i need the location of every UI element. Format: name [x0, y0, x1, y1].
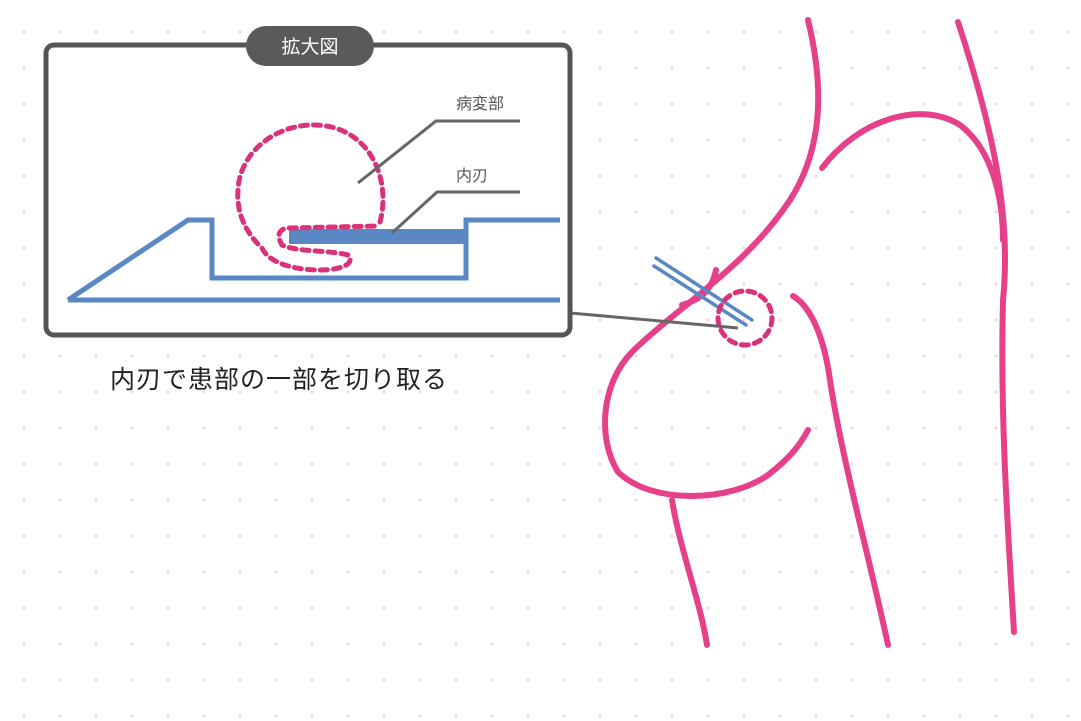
- lesion-label: 病変部: [456, 94, 504, 113]
- lesion-leader-line: [357, 119, 520, 185]
- magnified-view-badge-text: 拡大図: [281, 36, 338, 58]
- arm-outline: [819, 111, 1006, 243]
- skin-incision-arc: [679, 267, 719, 308]
- inset-frame: [43, 42, 573, 338]
- zoom-connector-line: [569, 311, 739, 330]
- lesion-target-circle: [715, 288, 775, 348]
- blade-leader-line: [390, 190, 520, 235]
- back-outline: [955, 19, 1017, 635]
- outer-cannula: [66, 217, 560, 303]
- magnified-inset: 病変部 内刃 拡大図: [43, 26, 573, 338]
- breast-profile-illustration: [602, 17, 1017, 648]
- arm-inner-line: [790, 293, 891, 648]
- inner-blade-label: 内刃: [456, 166, 488, 185]
- lesion-outline: [235, 122, 386, 273]
- lower-chest-line: [669, 497, 710, 648]
- front-torso-outline: [602, 17, 822, 499]
- diagram-caption: 内刃で患部の一部を切り取る: [110, 365, 449, 394]
- biopsy-needle: [652, 256, 754, 327]
- inner-blade: [289, 229, 466, 244]
- magnified-view-badge: [246, 26, 374, 66]
